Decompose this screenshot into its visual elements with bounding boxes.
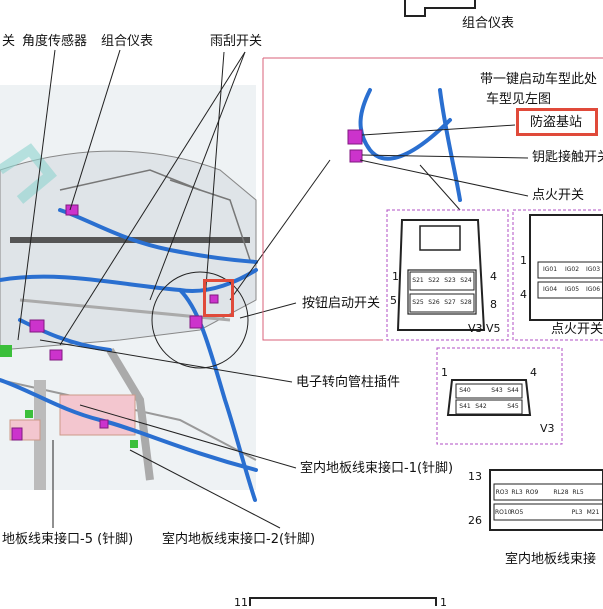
push-start-cell: S27	[444, 299, 456, 306]
floor-cell: M21	[586, 509, 600, 516]
highlight-callout	[203, 279, 234, 317]
leader-lines	[17, 49, 529, 529]
floor-cell: RO5	[510, 509, 524, 516]
push-start-cell: S22	[428, 277, 440, 284]
watermark	[0, 143, 57, 204]
push-start-connector	[396, 219, 486, 331]
main-harness	[0, 88, 462, 502]
label-combo-meter: 组合仪表	[101, 34, 154, 49]
push-start-variants: V3 V5	[468, 322, 501, 335]
harness-connectors	[11, 129, 363, 441]
label-ignition-switch-2: 点火开关	[551, 322, 603, 337]
push-start-cell: S23	[444, 277, 456, 284]
floor-cell: PL3	[571, 509, 583, 516]
floor-cell: RO3	[495, 489, 509, 496]
eps-connector	[446, 379, 532, 416]
floor-cell: RL5	[572, 489, 584, 496]
bottom-pin-1: 1	[440, 596, 447, 609]
ignition-cell: IG04	[542, 286, 558, 293]
label-ignition-switch: 点火开关	[532, 188, 585, 203]
ignition-cell: IG01	[542, 266, 558, 273]
bottom-connector	[249, 597, 437, 606]
label-one-key-note-2: 车型见左图	[486, 92, 552, 107]
ignition-connector	[529, 214, 603, 321]
label-angle-sensor: 角度传感器	[22, 34, 88, 49]
ignition-pin-4: 4	[520, 288, 527, 301]
floor-connector	[489, 469, 603, 531]
push-start-cell: S25	[412, 299, 424, 306]
label-key-contact-switch: 钥匙接触开关	[532, 150, 603, 165]
label-floor-harness-5: 地板线束接口-5 (针脚)	[2, 532, 134, 547]
label-wiper-switch: 雨刮开关	[210, 34, 263, 49]
eps-cell: S44	[507, 387, 519, 394]
bottom-pin-11: 11	[234, 596, 248, 609]
floor-pin-13: 13	[468, 470, 482, 483]
label-eps-connector: 电子转向管柱插件	[296, 375, 401, 390]
label-immobilizer: 防盗基站	[530, 115, 583, 130]
label-floor-harness-1: 室内地板线束接口-1(针脚)	[300, 461, 454, 476]
ignition-cell: IG06	[585, 286, 601, 293]
label-combo-meter-top: 组合仪表	[462, 16, 515, 31]
floor-cell: RL3	[511, 489, 523, 496]
eps-variant: V3	[540, 422, 555, 435]
label-floor-harness-2: 室内地板线束接口-2(针脚)	[162, 532, 316, 547]
floor-cell: RL28	[553, 489, 569, 496]
floor-cell: RO10	[495, 509, 512, 516]
ignition-cell: IG05	[564, 286, 580, 293]
floor-cell: RO9	[525, 489, 539, 496]
callout-circle	[151, 271, 249, 369]
eps-cell: S40	[459, 387, 471, 394]
push-start-frame	[386, 209, 509, 341]
push-start-pin-1: 1	[392, 270, 399, 283]
highlight-immobilizer	[516, 108, 598, 136]
floor-pin-26: 26	[468, 514, 482, 527]
push-start-cell: S26	[428, 299, 440, 306]
green-connectors	[0, 345, 138, 448]
eps-cell: S45	[507, 403, 519, 410]
push-start-pin-4: 4	[490, 270, 497, 283]
eps-pin-4: 4	[530, 366, 537, 379]
ignition-pin-1: 1	[520, 254, 527, 267]
eps-cell: S42	[475, 403, 487, 410]
label-top-left-partial: 关	[2, 34, 16, 49]
eps-frame	[436, 347, 563, 445]
label-one-key-note-1: 带一键启动车型此处	[480, 72, 598, 87]
push-start-cell: S21	[412, 277, 424, 284]
top-combo-connector	[404, 0, 476, 17]
pink-frame	[262, 57, 603, 341]
ignition-frame	[512, 209, 603, 341]
push-start-cell: S24	[460, 277, 472, 284]
push-start-pin-5: 5	[390, 294, 397, 307]
push-start-pin-8: 8	[490, 298, 497, 311]
ignition-cell: IG03	[585, 266, 601, 273]
label-push-start-switch: 按钮启动开关	[302, 296, 381, 311]
label-floor-harness-right: 室内地板线束接	[505, 552, 597, 567]
ignition-cell: IG02	[564, 266, 580, 273]
eps-pin-1: 1	[441, 366, 448, 379]
eps-cell: S41	[459, 403, 471, 410]
push-start-cell: S28	[460, 299, 472, 306]
eps-cell: S43	[491, 387, 503, 394]
